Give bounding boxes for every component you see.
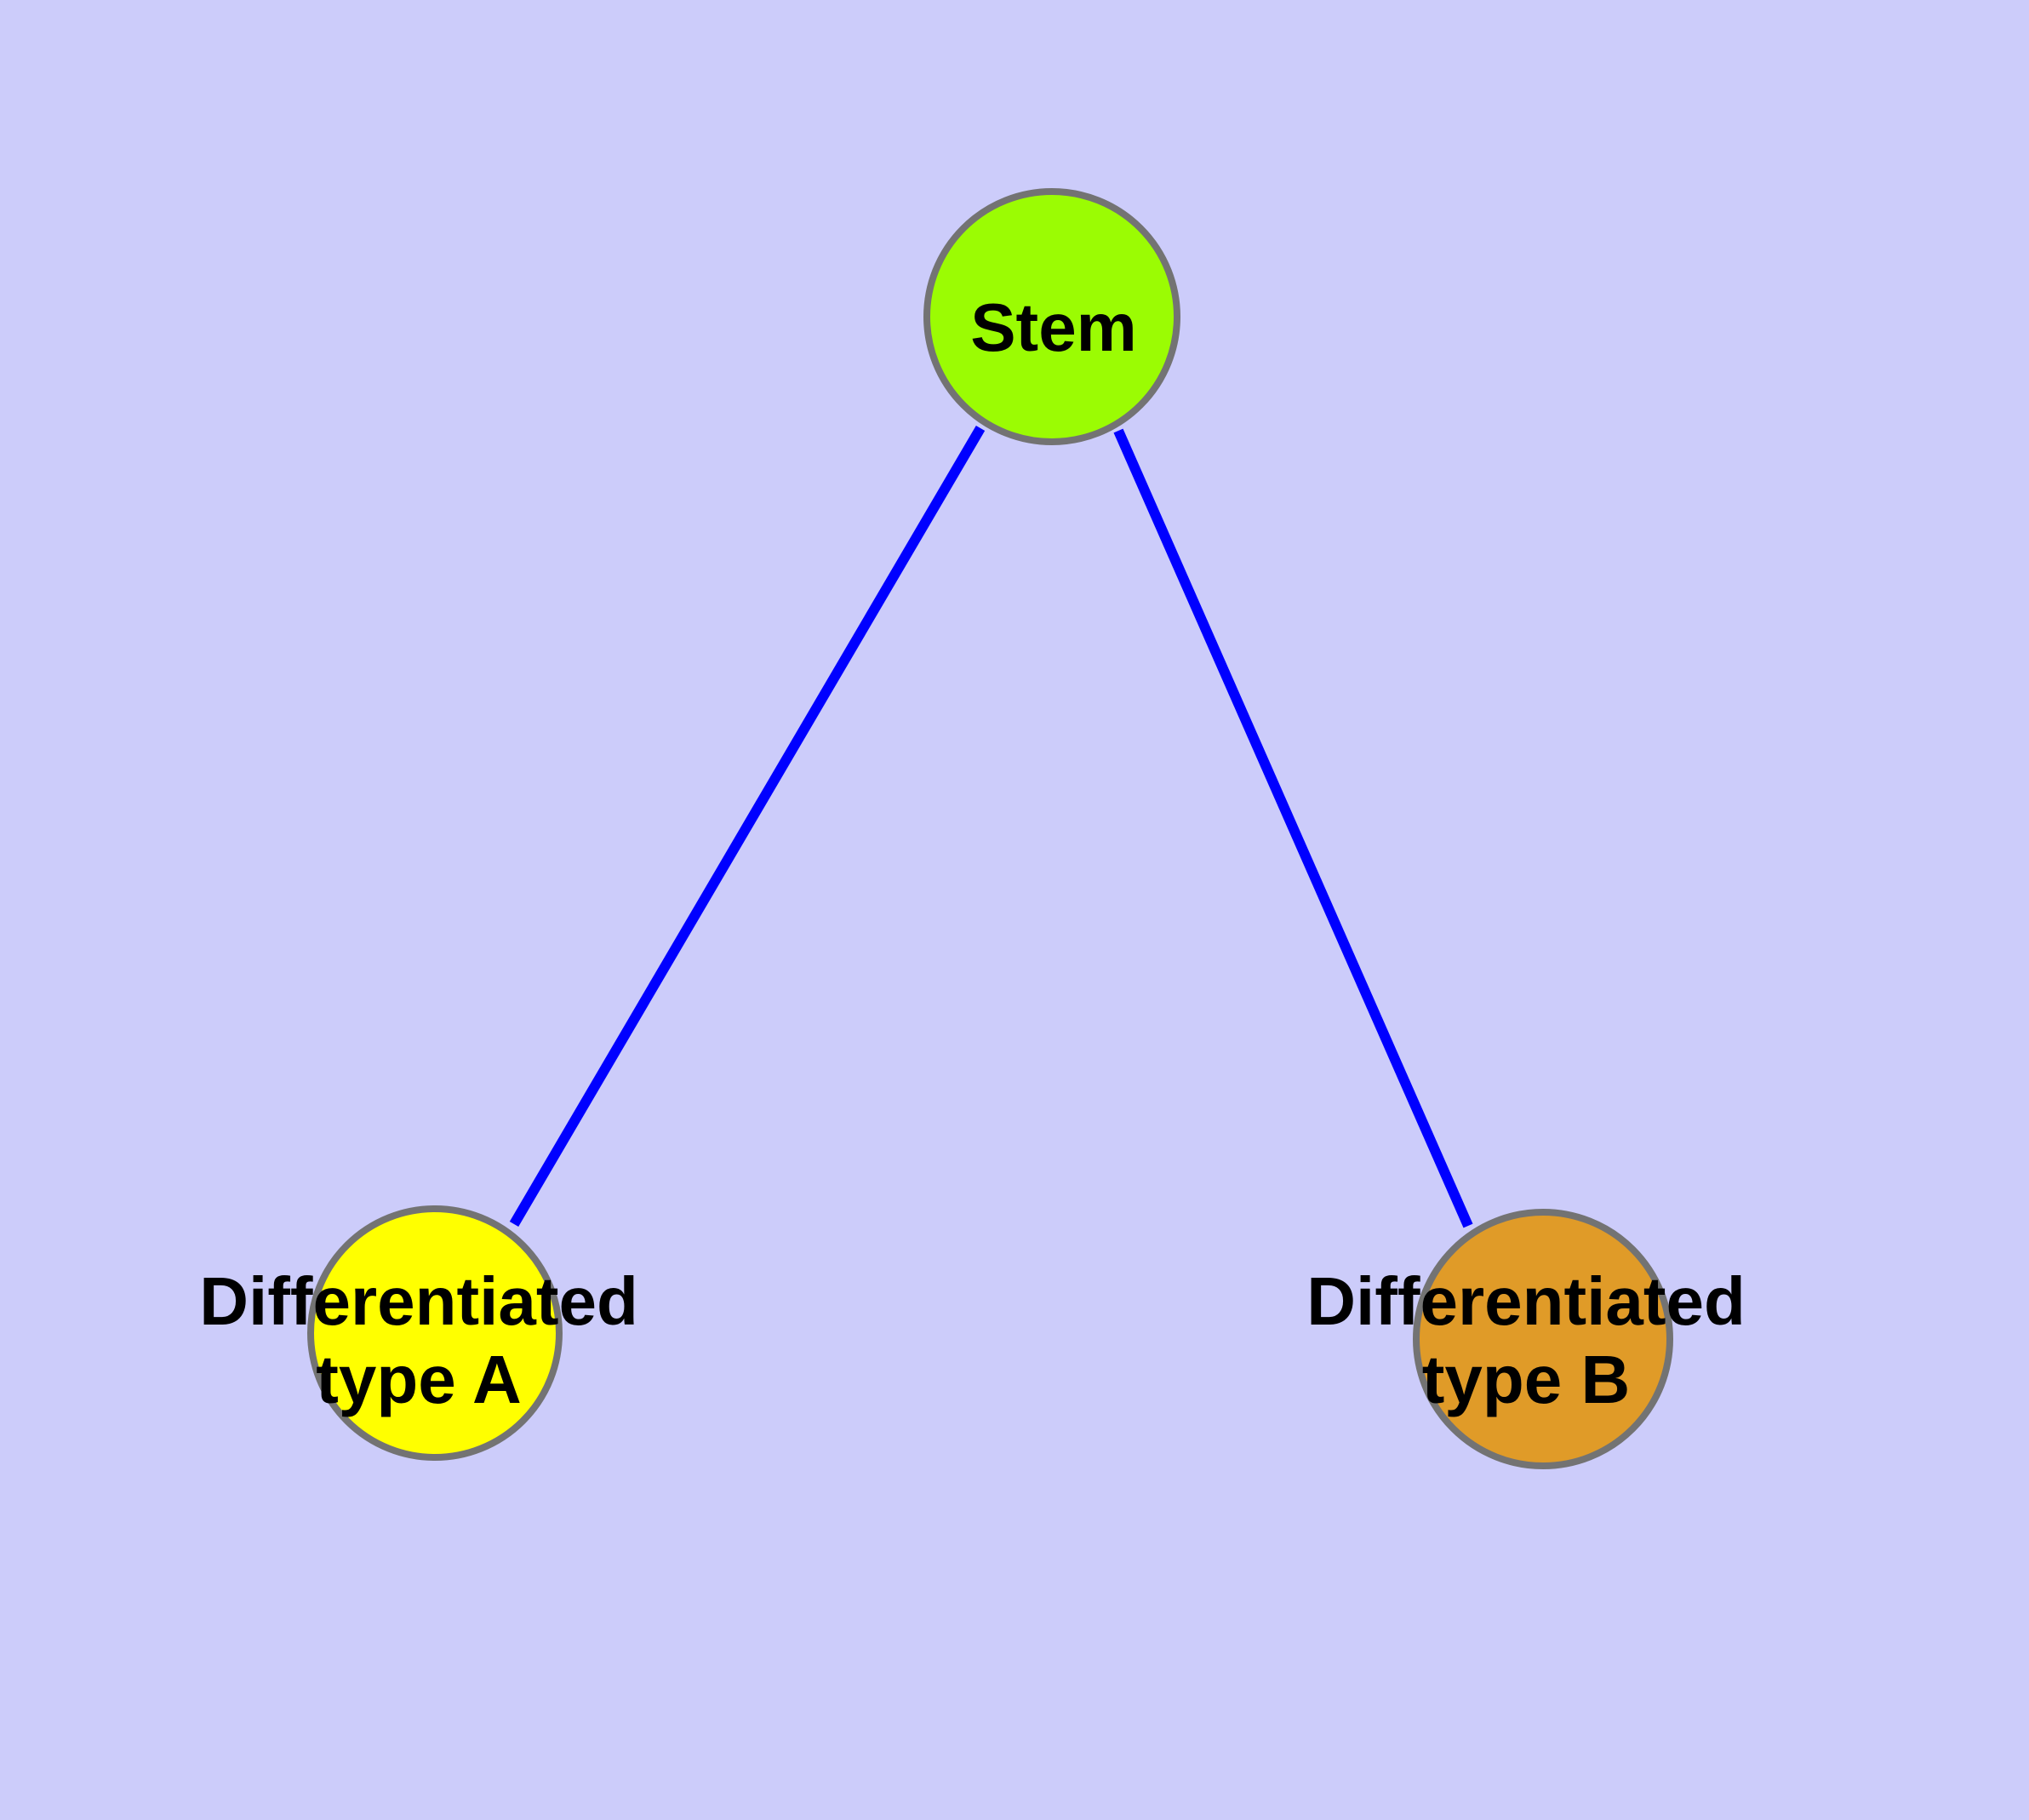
node-label-line: type A (316, 1342, 522, 1417)
node-diff_b[interactable] (1413, 1209, 1673, 1469)
node-diff_a[interactable] (307, 1205, 563, 1461)
edges-layer (509, 425, 1473, 1228)
node-label-stem: Stem (970, 289, 1137, 365)
node-stem[interactable] (923, 188, 1180, 445)
edge-stem-to-diff-a[interactable] (509, 425, 986, 1228)
node-label-line: Differentiated (1306, 1263, 1746, 1339)
node-label-line: Stem (970, 289, 1137, 365)
edge-stem-to-diff-b[interactable] (1113, 428, 1473, 1228)
node-label-line: Differentiated (199, 1263, 638, 1339)
nodes-layer (307, 188, 1673, 1469)
node-label-line: type B (1422, 1342, 1631, 1417)
